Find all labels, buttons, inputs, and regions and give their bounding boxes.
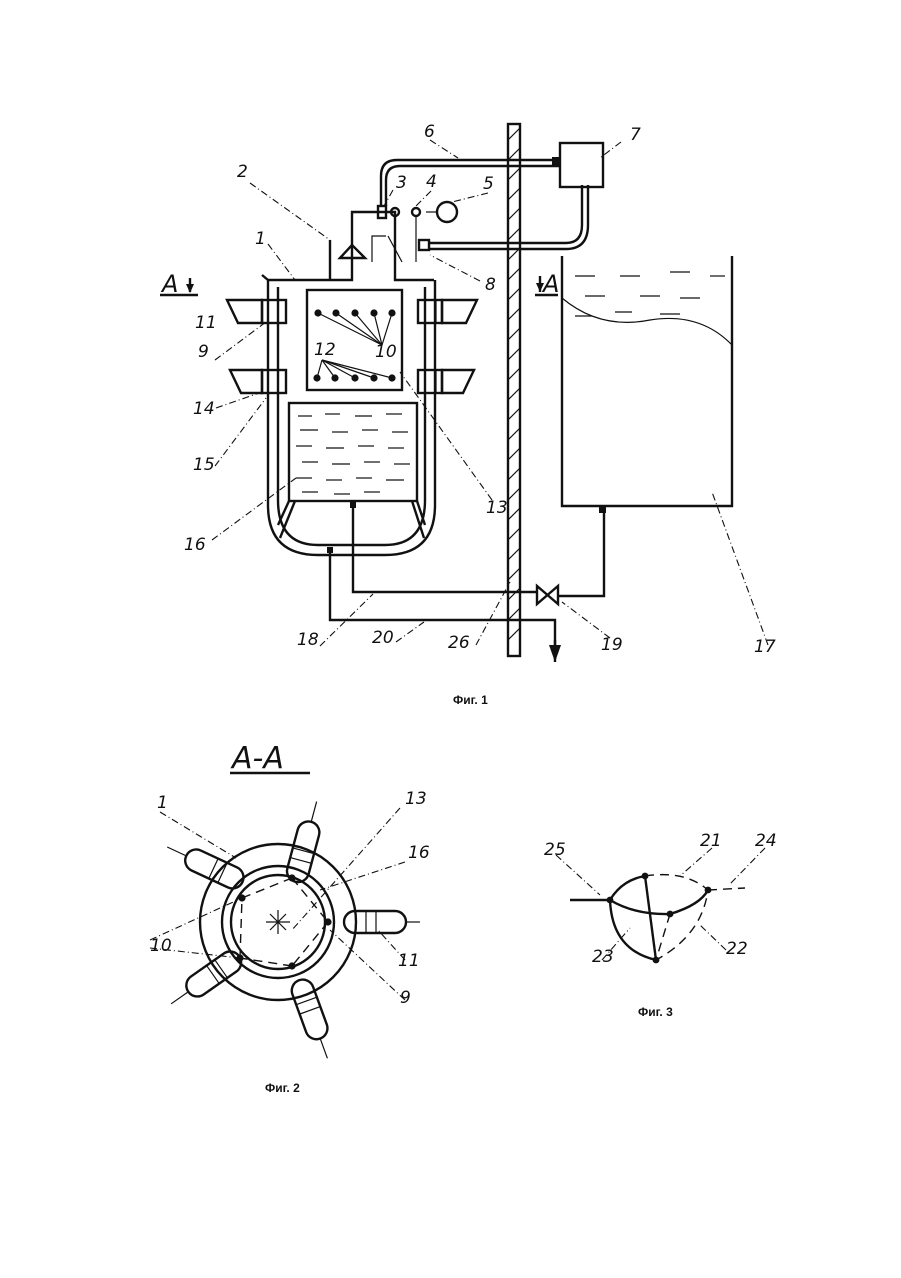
fig3-label-25: 25: [544, 840, 566, 860]
emitter-lower-right: [418, 370, 474, 393]
fig2-label-11: 11: [398, 951, 420, 971]
label-20: 20: [372, 628, 394, 648]
figure-1: 6 7 2 3 4 5 1 8 A A 11 9 10 12 14 15 13 …: [160, 122, 776, 707]
label-10: 10: [375, 342, 397, 362]
label-18: 18: [297, 630, 319, 650]
section-mark-right: A: [541, 270, 559, 298]
water-container: [289, 403, 417, 501]
figure-3: 25 21 24 23 22 Фиг. 3: [544, 831, 777, 1019]
label-3: 3: [396, 173, 407, 193]
section-mark-left: A: [160, 270, 178, 298]
label-9: 9: [198, 342, 209, 362]
label-12: 12: [314, 340, 336, 360]
label-6: 6: [424, 122, 435, 142]
label-7: 7: [630, 125, 641, 145]
label-8: 8: [485, 275, 496, 295]
emitter-bottom: [289, 977, 338, 1063]
section-title-aa: A-A: [230, 741, 284, 776]
fig3-label-22: 22: [726, 939, 748, 959]
fig3-label-21: 21: [700, 831, 722, 851]
label-2: 2: [237, 162, 248, 182]
gauge-5: [437, 202, 457, 222]
controller-box-7: [560, 143, 603, 187]
valve-19: [537, 586, 558, 604]
emitter-upper-right: [418, 300, 477, 323]
fig2-label-9: 9: [400, 988, 411, 1008]
caption-fig-1: Фиг. 1: [453, 693, 488, 707]
fig2-label-10: 10: [150, 936, 172, 956]
label-17: 17: [754, 637, 776, 657]
label-14: 14: [193, 399, 215, 419]
fig2-label-16: 16: [408, 843, 430, 863]
caption-fig-3: Фиг. 3: [638, 1005, 673, 1019]
paraboloid-shell: [610, 876, 656, 960]
wall-hatched: [508, 124, 520, 656]
figure-2: A-A: [150, 741, 430, 1095]
fig2-label-13: 13: [405, 789, 427, 809]
fig2-label-1: 1: [157, 793, 168, 813]
emitter-upper-left-2: [163, 837, 248, 892]
emitter-top: [285, 799, 328, 885]
label-5: 5: [483, 174, 494, 194]
label-19: 19: [601, 635, 623, 655]
label-1: 1: [255, 229, 266, 249]
storage-tank: [562, 256, 732, 506]
label-16: 16: [184, 535, 206, 555]
fig3-label-23: 23: [592, 947, 614, 967]
fig3-label-24: 24: [755, 831, 777, 851]
label-13: 13: [486, 498, 508, 518]
caption-fig-2: Фиг. 2: [265, 1081, 300, 1095]
label-4: 4: [426, 172, 437, 192]
label-26: 26: [448, 633, 470, 653]
label-11: 11: [195, 313, 217, 333]
label-15: 15: [193, 455, 215, 475]
water-container-fill: [296, 414, 410, 494]
